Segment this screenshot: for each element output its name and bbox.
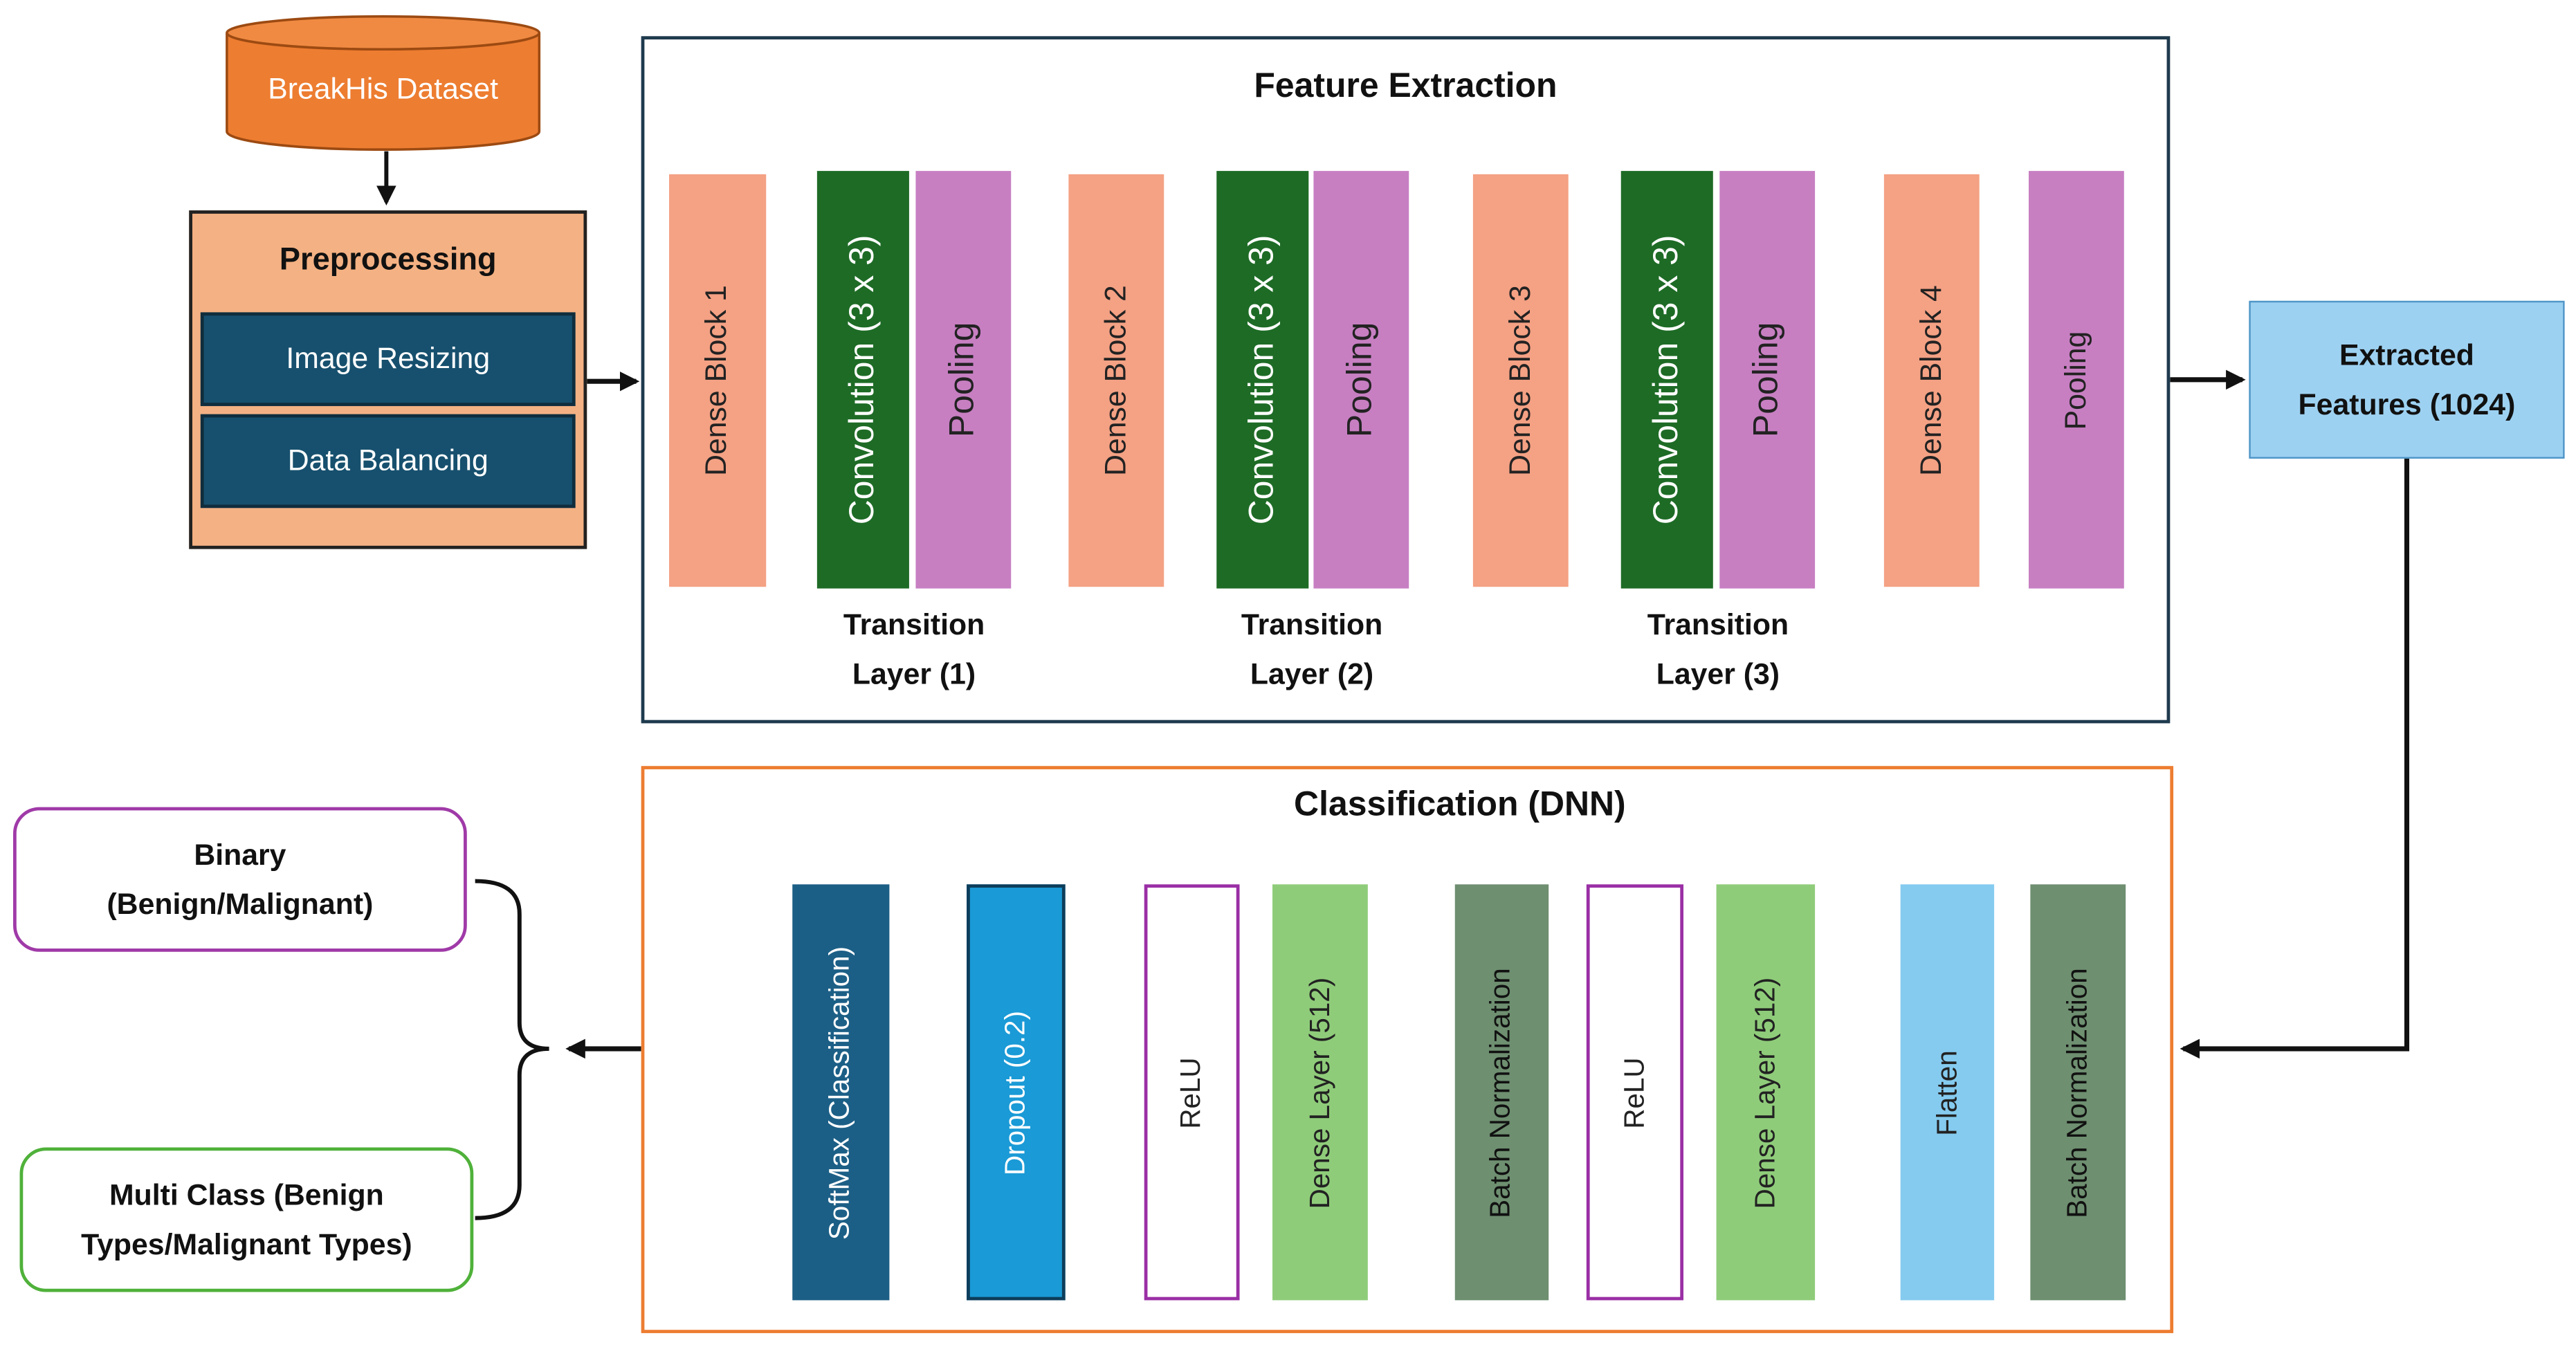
dense-block-4: Dense Block 4 xyxy=(1883,174,1980,587)
dense-layer-1: Dense Layer (512) xyxy=(1272,884,1368,1301)
extracted-features-line1: Extracted xyxy=(2339,338,2474,372)
convolution-2: Convolution (3 x 3) xyxy=(1216,171,1309,589)
dataset-label: BreakHis Dataset xyxy=(268,72,499,106)
transition-2-line2: Layer (2) xyxy=(1250,657,1374,690)
pooling-3-label: Pooling xyxy=(1747,322,1786,438)
transition-layer-2-label: Transition Layer (2) xyxy=(1180,600,1443,699)
dense-block-3-label: Dense Block 3 xyxy=(1503,285,1537,476)
convolution-2-label: Convolution (3 x 3) xyxy=(1243,235,1281,525)
softmax-label: SoftMax (Classification) xyxy=(824,945,856,1239)
multi-line2: Types/Malignant Types) xyxy=(81,1227,412,1261)
transition-1-line2: Layer (1) xyxy=(852,657,976,690)
dense-block-4-label: Dense Block 4 xyxy=(1914,285,1948,476)
feature-extraction-title: Feature Extraction xyxy=(1254,67,1558,106)
batch-normalization-2-label: Batch Normalization xyxy=(2061,967,2093,1218)
cylinder-shape xyxy=(226,15,541,151)
binary-output: Binary (Benign/Malignant) xyxy=(13,807,467,952)
convolution-3-label: Convolution (3 x 3) xyxy=(1647,235,1686,525)
dense-layer-2: Dense Layer (512) xyxy=(1716,884,1816,1301)
dense-block-3: Dense Block 3 xyxy=(1472,174,1569,587)
dense-block-2-label: Dense Block 2 xyxy=(1099,285,1132,476)
pooling-2: Pooling xyxy=(1313,171,1409,589)
relu-layer-1: ReLU xyxy=(1144,884,1240,1301)
batch-normalization-1: Batch Normalization xyxy=(1454,884,1549,1301)
dense-block-1-label: Dense Block 1 xyxy=(700,285,733,476)
pooling-4-label: Pooling xyxy=(2058,330,2092,430)
transition-3-line2: Layer (3) xyxy=(1656,657,1780,690)
relu-1-label: ReLU xyxy=(1175,1056,1207,1128)
relu-layer-2: ReLU xyxy=(1586,884,1684,1301)
transition-3-line1: Transition xyxy=(1647,608,1789,641)
softmax-layer: SoftMax (Classification) xyxy=(792,884,890,1301)
extracted-features-box: Extracted Features (1024) xyxy=(2249,300,2565,459)
preprocessing-title: Preprocessing xyxy=(279,243,497,278)
dense-block-1: Dense Block 1 xyxy=(669,174,767,587)
transition-layer-3-label: Transition Layer (3) xyxy=(1587,600,1849,699)
convolution-1-label: Convolution (3 x 3) xyxy=(843,235,881,525)
batch-normalization-2: Batch Normalization xyxy=(2030,884,2126,1301)
flatten-label: Flatten xyxy=(1930,1050,1962,1135)
multi-class-output: Multi Class (Benign Types/Malignant Type… xyxy=(19,1147,474,1292)
preprocessing-panel: Preprocessing Image Resizing Data Balanc… xyxy=(189,210,587,549)
outputs-brace xyxy=(475,879,549,1220)
relu-2-label: ReLU xyxy=(1618,1056,1650,1128)
classification-title: Classification (DNN) xyxy=(1294,785,1626,824)
pooling-3: Pooling xyxy=(1719,171,1816,589)
multi-line1: Multi Class (Benign xyxy=(109,1178,384,1212)
batch-normalization-1-label: Batch Normalization xyxy=(1485,967,1517,1218)
dropout-label: Dropout (0.2) xyxy=(999,1009,1031,1175)
transition-2-line1: Transition xyxy=(1241,608,1383,641)
binary-line2: (Benign/Malignant) xyxy=(107,888,374,921)
dense-block-2: Dense Block 2 xyxy=(1068,174,1164,587)
data-balancing-item: Data Balancing xyxy=(200,414,576,508)
arrow-extracted-to-classification xyxy=(2180,457,2410,1059)
dense-layer-2-label: Dense Layer (512) xyxy=(1749,976,1781,1209)
transition-1-line1: Transition xyxy=(843,608,985,641)
image-resizing-item: Image Resizing xyxy=(200,312,576,406)
flatten-layer: Flatten xyxy=(1900,884,1995,1301)
convolution-3: Convolution (3 x 3) xyxy=(1620,171,1713,589)
pooling-4: Pooling xyxy=(2028,171,2124,589)
extracted-features-line2: Features (1024) xyxy=(2298,387,2516,421)
dense-layer-1-label: Dense Layer (512) xyxy=(1304,976,1335,1209)
pooling-1-label: Pooling xyxy=(943,322,982,438)
convolution-1: Convolution (3 x 3) xyxy=(816,171,909,589)
pooling-1: Pooling xyxy=(915,171,1012,589)
pooling-2-label: Pooling xyxy=(1341,322,1380,438)
binary-line1: Binary xyxy=(194,838,286,872)
transition-layer-1-label: Transition Layer (1) xyxy=(783,600,1045,699)
dataset-cylinder: BreakHis Dataset xyxy=(223,13,542,154)
dropout-layer: Dropout (0.2) xyxy=(967,884,1066,1301)
